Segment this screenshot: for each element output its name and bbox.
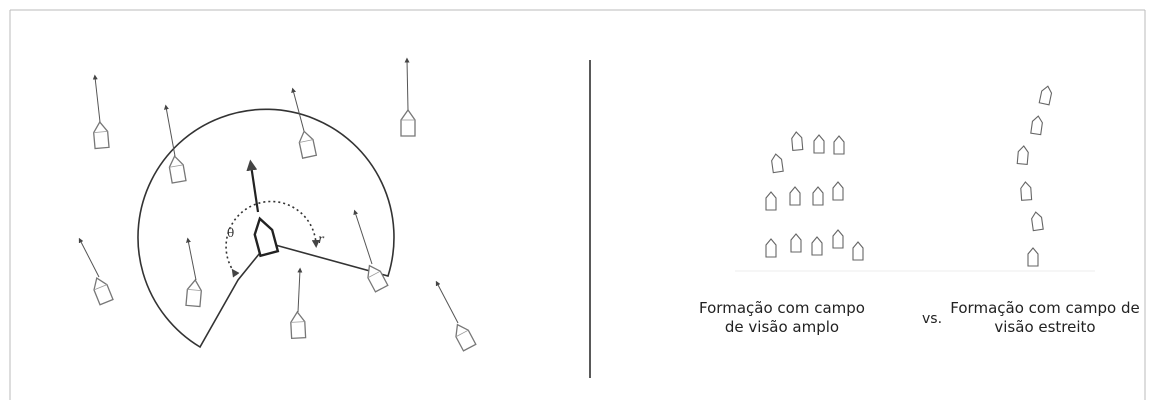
boat-icon — [251, 216, 278, 255]
boat-icon — [833, 230, 843, 248]
boat-icon — [771, 153, 783, 172]
wide-formation — [766, 132, 863, 260]
boat-icon — [790, 187, 800, 205]
focal-boat — [251, 216, 278, 255]
boat-icon — [791, 234, 801, 252]
narrow-formation — [1017, 85, 1053, 266]
boat-icon — [834, 136, 844, 154]
boat-icon — [90, 275, 113, 304]
boat-icon — [290, 312, 305, 339]
boat-icon — [766, 192, 776, 210]
boat-icon — [813, 187, 823, 205]
boat-icon — [833, 182, 843, 200]
caption-narrow-formation: Formação com campo de visão estreito — [950, 299, 1140, 337]
boat-icon — [186, 279, 202, 306]
boat-icon — [1028, 248, 1038, 266]
boat-icon — [1031, 115, 1043, 134]
theta-label: θ — [227, 226, 234, 240]
boat-icon — [1039, 85, 1053, 105]
boat-icon — [1031, 211, 1043, 230]
boat-icon — [853, 242, 863, 260]
boat-icon — [168, 155, 186, 183]
boat-icon — [1020, 182, 1031, 201]
boat-icon — [297, 130, 316, 158]
boat-icon — [814, 135, 824, 153]
boat-icon — [401, 110, 415, 136]
boat-icon — [766, 239, 776, 257]
boat-icon — [812, 237, 822, 255]
boat-icon — [451, 321, 476, 351]
boat-icon — [1017, 146, 1029, 165]
boat-icon — [93, 121, 109, 148]
boat-icon — [791, 132, 803, 151]
radius-label: r — [318, 232, 324, 246]
neighbor-boats — [80, 60, 476, 351]
boat-icon — [363, 262, 388, 292]
caption-wide-formation: Formação com campo de visão amplo — [692, 299, 872, 337]
caption-versus: vs. — [912, 310, 952, 329]
